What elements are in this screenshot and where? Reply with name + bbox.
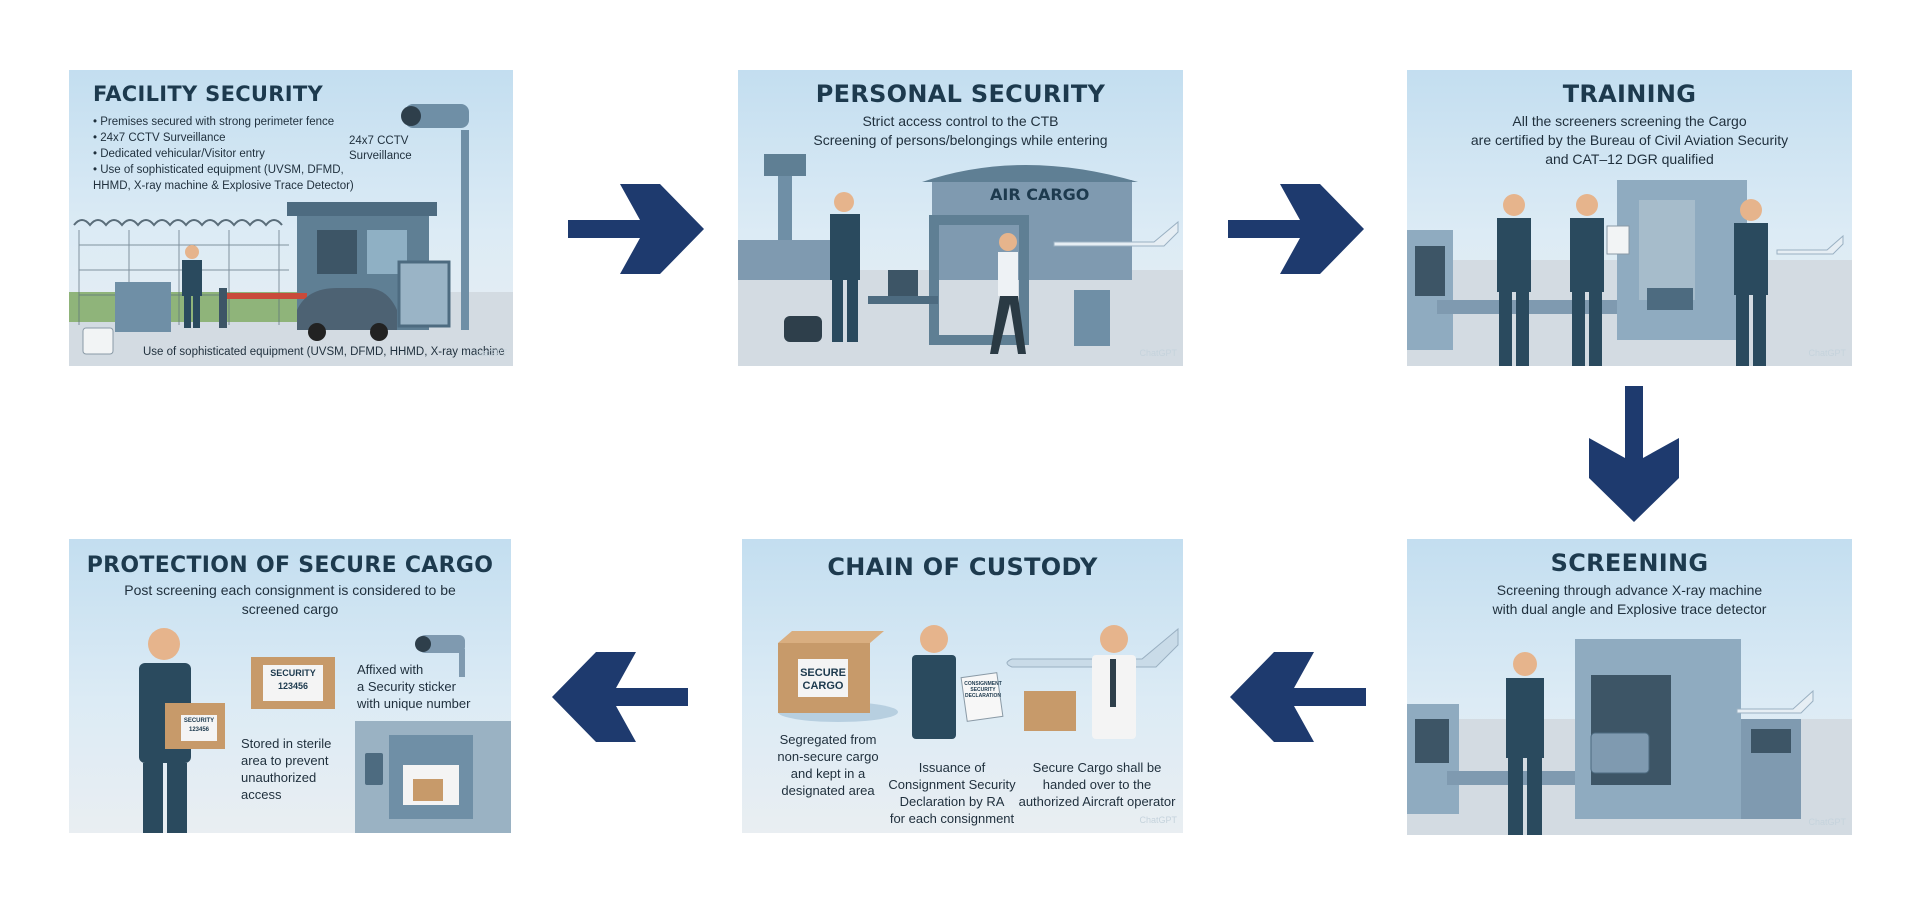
custody-caption-right: Secure Cargo shall be handed over to the… [1018,760,1176,809]
watermark: ChatGPT [1139,815,1177,825]
arrow-left-1 [1230,652,1366,742]
watermark: ChatGPT [1808,348,1846,358]
custody-doc-label: CONSIGNMENT SECURITY DECLARATION [964,681,1002,699]
protection-title: PROTECTION OF SECURE CARGO [86,553,494,578]
custody-caption-left: Segregated from non-secure cargo and kep… [777,732,879,798]
custody-caption-mid: Issuance of Consignment Security Declara… [888,760,1016,826]
personal-subtitle: Strict access control to the CTB Screeni… [813,113,1108,148]
custody-scene [778,625,1179,739]
panel-facility-security: FACILITY SECURITY Premises secured with … [69,70,513,366]
training-scene [1407,180,1852,366]
training-title: TRAINING [1562,80,1697,108]
facility-bullet: Use of sophisticated equipment (UVSM, DF… [93,162,373,194]
protection-caption-stored: Stored in sterile area to prevent unauth… [241,736,332,802]
facility-title: FACILITY SECURITY [93,82,323,106]
personal-scene: AIR CARGO [738,154,1183,366]
panel-chain-of-custody: CHAIN OF CUSTODY SECURE CARGO CONSIGNMEN… [742,539,1183,833]
protection-box-sticker: SECURITY 123456 [183,718,215,733]
screening-subtitle: Screening through advance X-ray machine … [1492,582,1767,617]
personal-title: PERSONAL SECURITY [815,80,1106,108]
watermark: ChatGPT [1139,348,1177,358]
facility-bullet: Premises secured with strong perimeter f… [93,114,373,130]
facility-callout: 24x7 CCTV Surveillance [349,135,412,162]
panel-training: TRAINING All the screeners screening the… [1407,70,1852,366]
screening-title: SCREENING [1550,549,1709,577]
custody-box-label: SECURE CARGO [800,667,846,692]
facility-bullet: 24x7 CCTV Surveillance [93,130,373,146]
air-cargo-sign: AIR CARGO [990,185,1089,204]
watermark: ChatGPT [469,348,507,358]
training-subtitle: All the screeners screening the Cargo ar… [1470,113,1789,167]
panel-personal-security: AIR CARGO PERSONAL SECURITY Strict acces… [738,70,1183,366]
protection-sticker: SECURITY 123456 [270,668,316,691]
panel-protection-of-secure-cargo: PROTECTION OF SECURE CARGO Post screenin… [69,539,511,833]
arrow-left-2 [552,652,688,742]
arrow-right-2 [1228,184,1364,274]
protection-scene [139,628,511,833]
facility-bullets: Premises secured with strong perimeter f… [93,114,373,194]
screening-scene [1407,639,1852,835]
watermark: ChatGPT [1808,817,1846,827]
protection-caption-affixed: Affixed with a Security sticker with uni… [357,662,471,711]
arrow-down [1589,386,1679,522]
custody-title: CHAIN OF CUSTODY [827,553,1098,581]
facility-bullet: Dedicated vehicular/Visitor entry [93,146,373,162]
protection-subtitle: Post screening each consignment is consi… [124,582,456,617]
panel-screening: SCREENING Screening through advance X-ra… [1407,539,1852,835]
facility-scene [69,104,513,366]
facility-footer: Use of sophisticated equipment (UVSM, DF… [143,346,505,358]
arrow-right-1 [568,184,704,274]
